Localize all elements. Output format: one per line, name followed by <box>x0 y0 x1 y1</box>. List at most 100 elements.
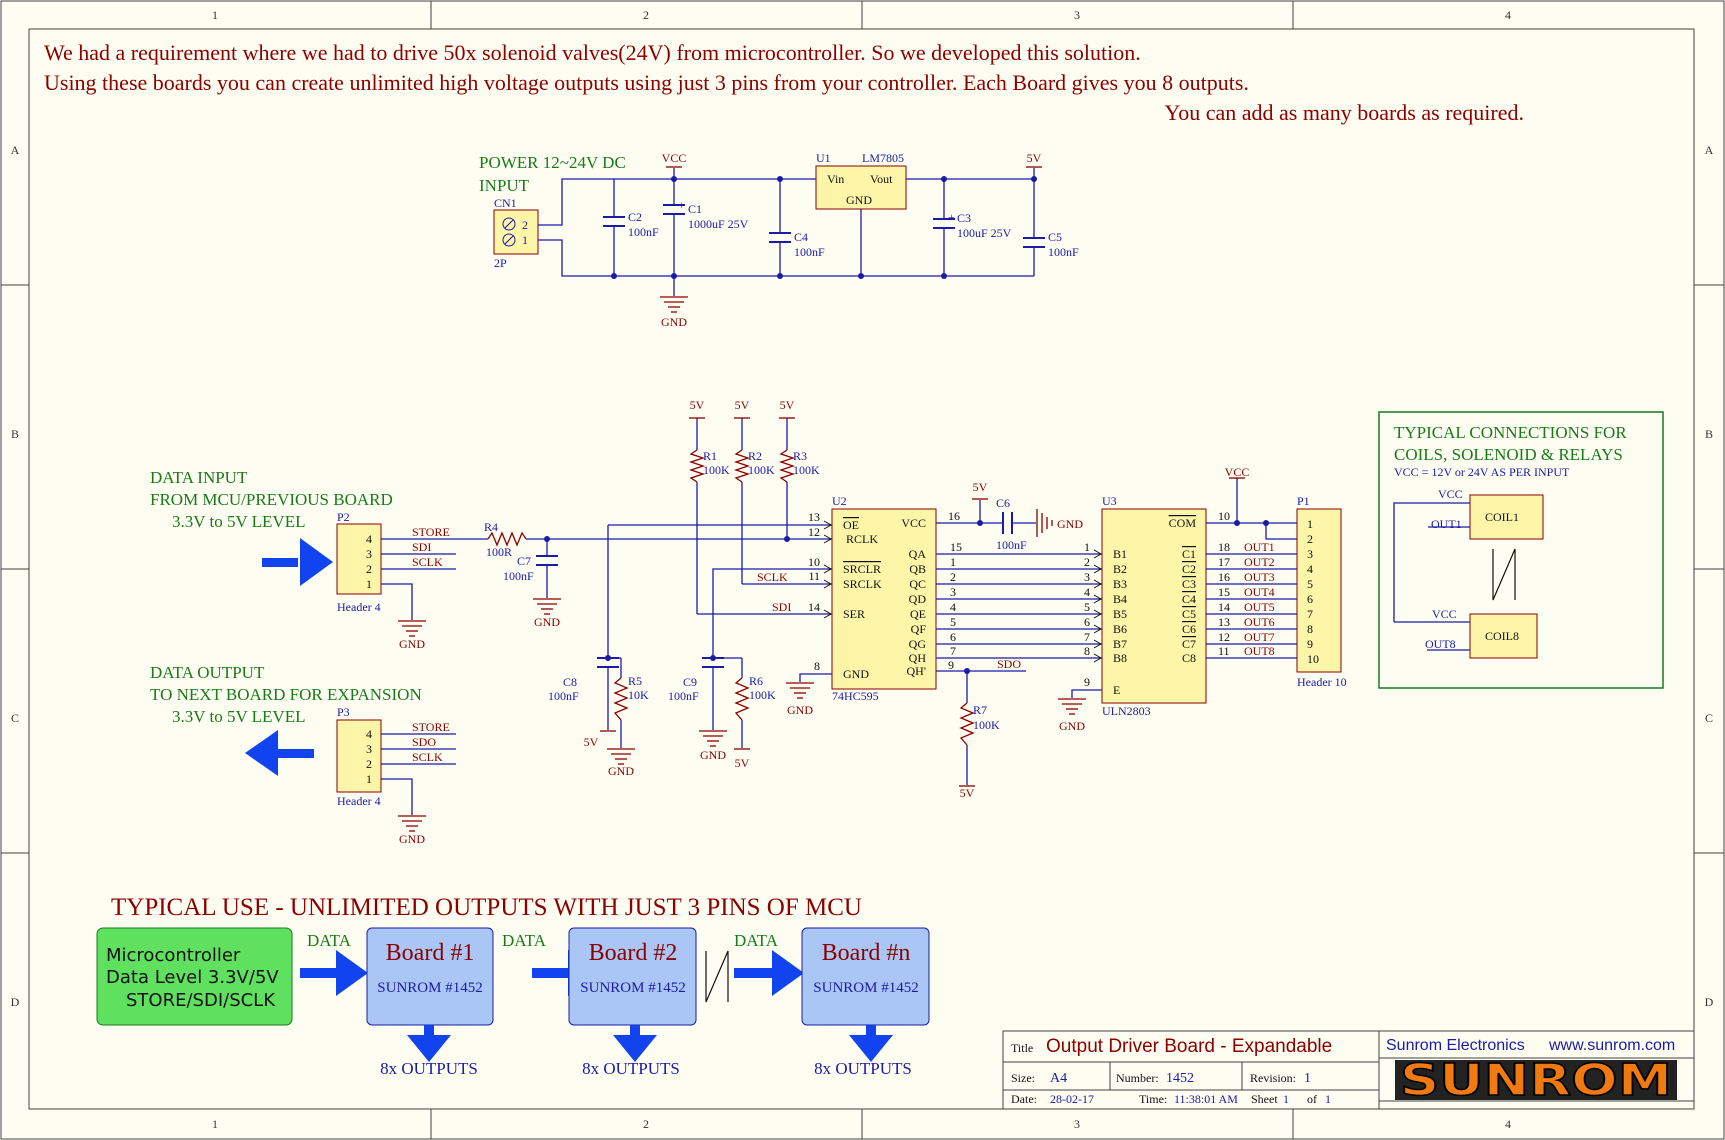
u3-in-b7: B7 <box>1113 637 1127 651</box>
typical-vcc-1: VCC <box>1438 487 1463 501</box>
u2-rclk: RCLK <box>846 532 878 546</box>
r6-ref: R6 <box>749 674 763 688</box>
c5-ref: C5 <box>1048 230 1062 244</box>
c6-value: 100nF <box>996 538 1027 552</box>
pin-arrow-icon <box>1093 549 1103 663</box>
c5-value: 100nF <box>1048 245 1079 259</box>
u2-pin-srclr: 10 <box>808 555 820 569</box>
u2-pin-qb: 1 <box>950 555 956 569</box>
p3-signal-store: STORE <box>412 720 450 734</box>
out6-net: OUT6 <box>1244 615 1275 629</box>
u2-pin-vcc: 16 <box>948 509 960 523</box>
p2-header <box>336 523 382 595</box>
shift-register-wiring: GND 5V 5V 5V 5V 5V 5V <box>456 398 1083 800</box>
u3-out-c7: C7 <box>1182 637 1196 651</box>
u3-in-b8: B8 <box>1113 651 1127 665</box>
time-value: 11:38:01 AM <box>1174 1092 1238 1106</box>
u3-out-c3: C3 <box>1182 577 1196 591</box>
c1-polarity-icon: + <box>678 198 685 212</box>
coil1-box <box>1469 494 1544 540</box>
p3-pin-1: 1 <box>366 772 372 786</box>
data-output-title-1: DATA OUTPUT <box>150 663 265 682</box>
u3-pin-c6: 13 <box>1218 615 1230 629</box>
frame-col-4-top: 4 <box>1505 8 1511 22</box>
u2-pin-qh2: 9 <box>948 658 954 672</box>
p1-pin-10: 10 <box>1307 652 1319 666</box>
u2-out-qc: QC <box>909 577 926 591</box>
u2-out-qe: QE <box>910 607 926 621</box>
u1-part: LM7805 <box>862 151 904 165</box>
revision-label: Revision: <box>1250 1071 1296 1085</box>
board-n <box>801 927 930 1026</box>
p2-name: Header 4 <box>337 600 381 614</box>
power-title-2: INPUT <box>479 176 530 195</box>
r3-resistor <box>778 449 796 483</box>
p1-pin-3: 3 <box>1307 547 1313 561</box>
r4-ref: R4 <box>484 520 498 534</box>
data-output-section: DATA OUTPUT TO NEXT BOARD FOR EXPANSION … <box>150 663 456 846</box>
r5-value: 10K <box>628 688 649 702</box>
typical-out1: OUT1 <box>1431 517 1462 531</box>
p2-pin-4: 4 <box>366 532 372 546</box>
c4-ref: C4 <box>794 230 808 244</box>
data-input-section: DATA INPUT FROM MCU/PREVIOUS BOARD 3.3V … <box>150 468 456 651</box>
frame-row-c-right: C <box>1705 711 1713 725</box>
u3-pin-b7: 7 <box>1084 630 1090 644</box>
board-n-outputs: 8x OUTPUTS <box>814 1059 912 1078</box>
u3-in-b6: B6 <box>1113 622 1127 636</box>
c6-gnd-label: GND <box>1057 517 1083 531</box>
u3-in-b1: B1 <box>1113 547 1127 561</box>
p2-pin-2: 2 <box>366 562 372 576</box>
number-value: 1452 <box>1166 1071 1194 1086</box>
r1-ref: R1 <box>703 449 717 463</box>
coil8-label: COIL8 <box>1485 629 1519 643</box>
u3-uln2803: U3 ULN2803 COM 10 E 9 B1 B2 B3 B4 B5 B6 … <box>1058 465 1297 733</box>
ground-icon <box>533 598 814 765</box>
p2-signal-sdi: SDI <box>412 540 431 554</box>
r2-ref: R2 <box>748 449 762 463</box>
r7-5v-label: 5V <box>960 786 975 800</box>
u3-pin-b8: 8 <box>1084 644 1090 658</box>
out1-net: OUT1 <box>1244 540 1275 554</box>
u2-output-pins: 15 1 2 3 4 5 6 7 <box>950 540 962 658</box>
u2-ser: SER <box>843 607 865 621</box>
u2-pin-oe: 13 <box>808 510 820 524</box>
power-gnd-label: GND <box>661 315 687 329</box>
drawing-title: Output Driver Board - Expandable <box>1046 1036 1332 1057</box>
u3-pin-com: 10 <box>1218 509 1230 523</box>
cn1-pin-1: 1 <box>522 233 528 247</box>
frame-col-1-bottom: 1 <box>212 1117 218 1131</box>
p2-signal-store: STORE <box>412 525 450 539</box>
u2-vcc: VCC <box>901 516 926 530</box>
r3-5v-label: 5V <box>780 398 795 412</box>
of-label: of <box>1307 1092 1317 1106</box>
p1-pin-9: 9 <box>1307 637 1313 651</box>
c4-value: 100nF <box>794 245 825 259</box>
board-2-outputs: 8x OUTPUTS <box>582 1059 680 1078</box>
u3-out-c2: C2 <box>1182 562 1196 576</box>
out7-net: OUT7 <box>1244 630 1275 644</box>
board-1-outputs: 8x OUTPUTS <box>380 1059 478 1078</box>
u2-out-qb: QB <box>909 562 926 576</box>
data-label-2: DATA <box>502 931 547 950</box>
p3-ref: P3 <box>337 705 350 719</box>
p3-pin-2: 2 <box>366 757 372 771</box>
cn1-pin-2: 2 <box>522 218 528 232</box>
u2-pin-qc: 2 <box>950 570 956 584</box>
data-label-3: DATA <box>734 931 779 950</box>
u1-vout: Vout <box>870 172 893 186</box>
u3-out-c6: C6 <box>1182 622 1196 636</box>
pin-arrow-icon <box>823 520 833 619</box>
c7-gnd-label: GND <box>534 615 560 629</box>
u3-out-c8: C8 <box>1182 651 1196 665</box>
ground-icon <box>660 296 688 313</box>
u2-out-qf: QF <box>911 622 927 636</box>
ground-icon <box>398 620 426 637</box>
c6-ref: C6 <box>996 496 1010 510</box>
company-website: www.sunrom.com <box>1548 1037 1675 1054</box>
cn1-ref: CN1 <box>494 196 517 210</box>
u3-ref: U3 <box>1102 494 1117 508</box>
c2-ref: C2 <box>628 210 642 224</box>
c7-value: 100nF <box>503 569 534 583</box>
r2-value: 100K <box>748 463 775 477</box>
